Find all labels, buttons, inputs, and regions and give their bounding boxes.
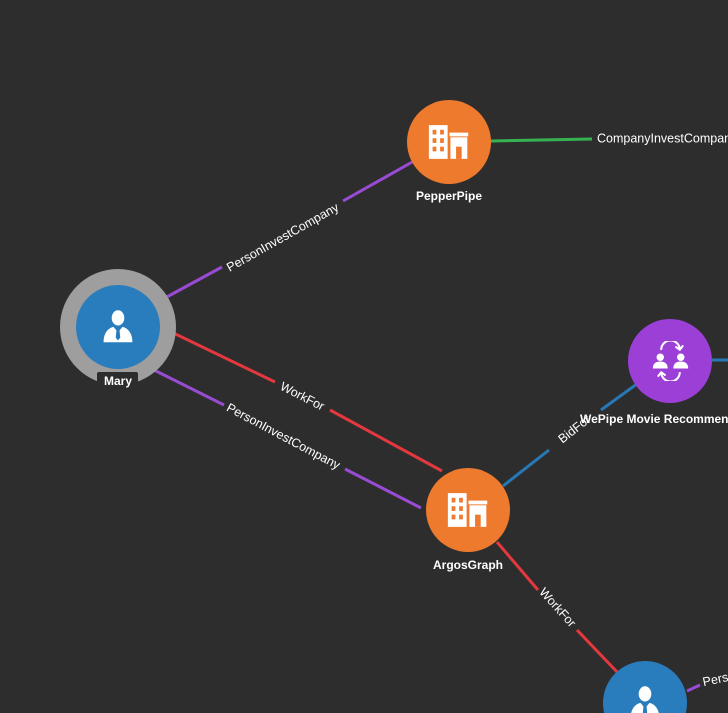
node-circle	[426, 468, 510, 552]
node-pepperpipe[interactable]: PepperPipe	[407, 100, 491, 203]
node-circle	[628, 319, 712, 403]
node-circle	[76, 285, 160, 369]
edge-line	[342, 159, 415, 203]
edge-line	[162, 326, 276, 384]
edge-line	[495, 541, 540, 591]
edge-line	[344, 467, 422, 510]
node-circle	[407, 100, 491, 184]
edge-mary-pepperpipe[interactable]: PersonInvestCompany	[151, 159, 415, 307]
node-label-bg	[97, 372, 138, 391]
edge-label-person-invest-company: PersonInvestCompany	[224, 401, 343, 473]
node-argosgraph[interactable]: ArgosGraph	[426, 468, 510, 572]
edge-argosgraph-person[interactable]: WorkFor	[495, 541, 620, 675]
node-label-wepipe: WePipe Movie Recommen	[580, 412, 728, 426]
edge-label-company-invest-company: CompanyInvestCompan	[597, 131, 728, 145]
edge-argosgraph-wepipe[interactable]: BidFor	[502, 379, 642, 488]
edge-label-person-invest-truncated: Pers	[701, 670, 728, 689]
edge-label-work-for: WorkFor	[536, 585, 578, 630]
node-label-argosgraph: ArgosGraph	[433, 558, 503, 572]
edge-label-person-invest-company: PersonInvestCompany	[224, 200, 342, 275]
edge-line	[686, 683, 701, 693]
edge-line	[490, 137, 593, 143]
edge-line	[329, 408, 443, 473]
edge-pepperpipe-offscreen[interactable]: CompanyInvestCompan	[490, 131, 728, 145]
node-label-pepperpipe: PepperPipe	[416, 189, 482, 203]
node-wepipe[interactable]: WePipe Movie Recommen	[580, 319, 728, 426]
edge-line	[600, 379, 642, 412]
node-person-bottom[interactable]	[603, 661, 687, 713]
edge-line	[502, 448, 550, 488]
edge-person-offscreen[interactable]: Pers	[686, 670, 728, 693]
edge-line	[145, 364, 225, 407]
edge-label-work-for: WorkFor	[278, 379, 327, 413]
edge-line	[575, 628, 620, 675]
node-label-mary: Mary	[104, 374, 132, 388]
node-mary[interactable]: Mary	[60, 269, 176, 391]
